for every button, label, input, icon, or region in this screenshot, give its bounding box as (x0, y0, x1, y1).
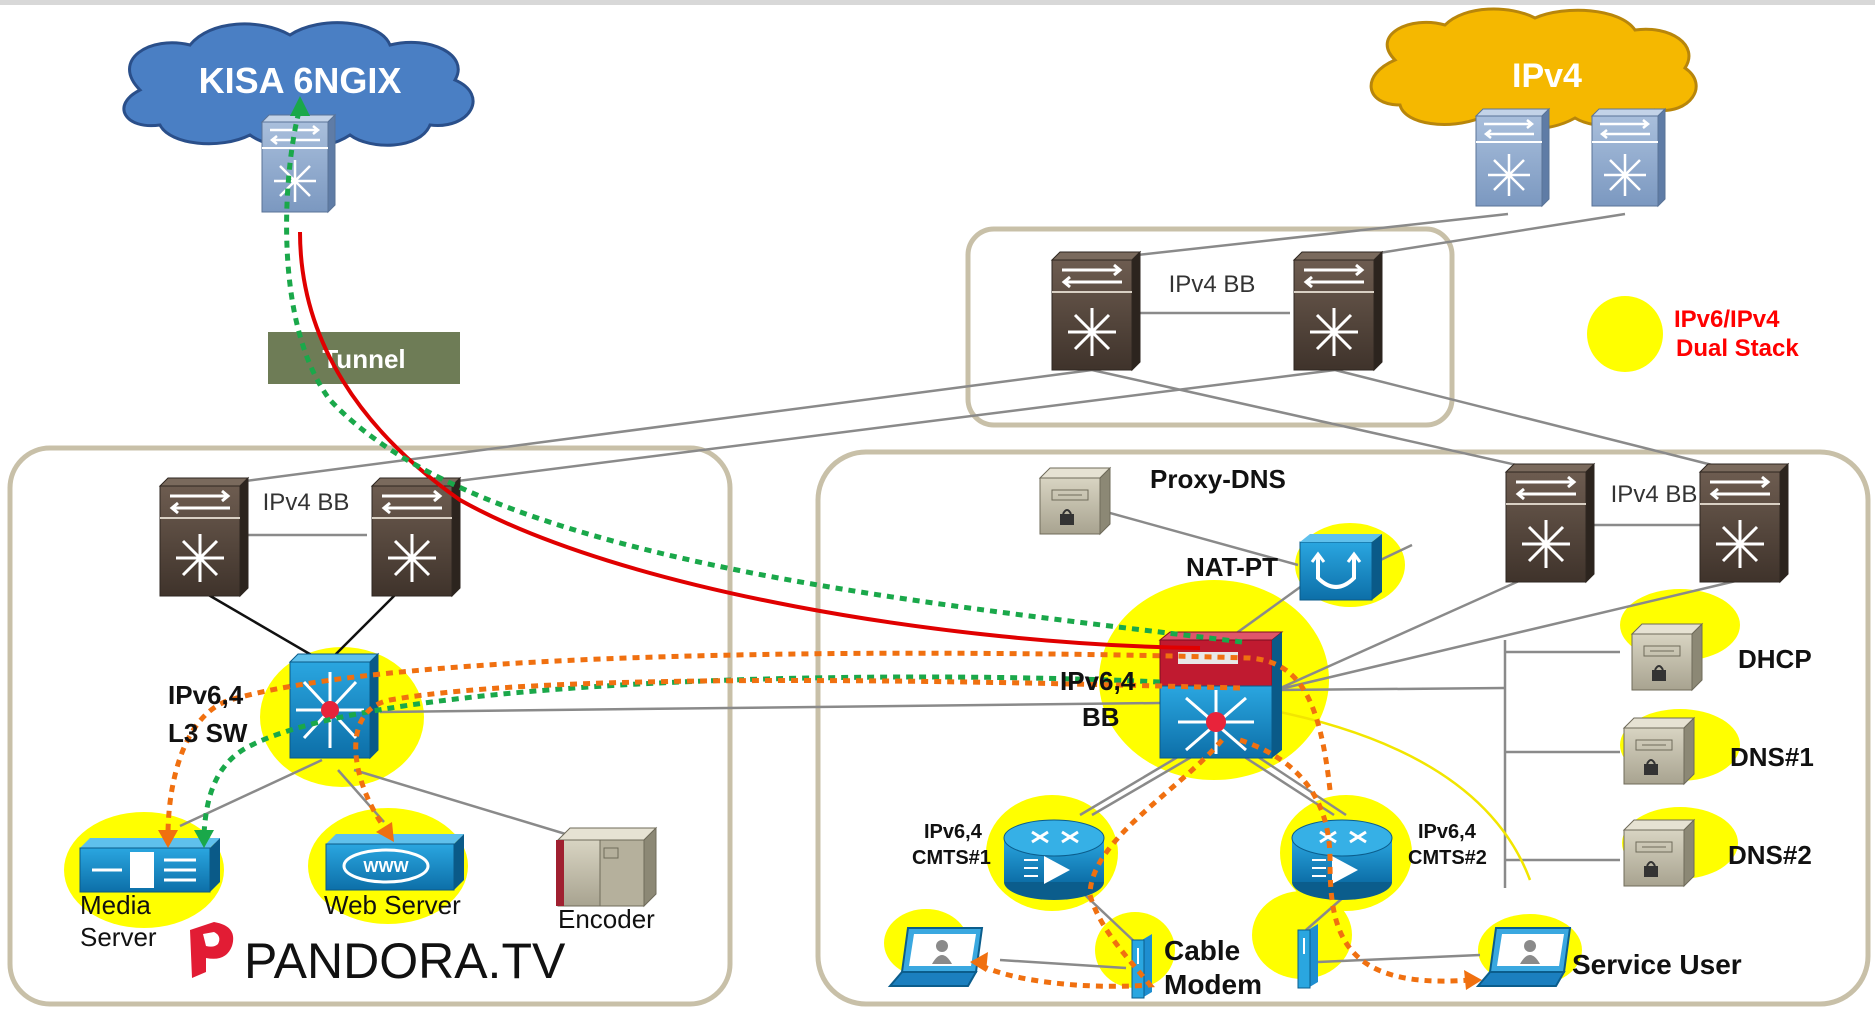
web-server: WWW (325, 834, 464, 891)
service-user-label: Service User (1572, 949, 1742, 980)
top-bb-switch-1 (1050, 250, 1142, 372)
dns1-label: DNS#1 (1730, 742, 1814, 772)
cable-modem-label-1: Cable (1164, 935, 1240, 966)
ipv4-cloud-switch-1 (1474, 107, 1551, 208)
dns1-server (1623, 717, 1695, 785)
legend-line-1: IPv6/IPv4 (1674, 306, 1780, 333)
right-bb-switch-1 (1504, 462, 1596, 584)
left-site-container (7, 445, 733, 1007)
dhcp-label: DHCP (1738, 644, 1812, 674)
dhcp-server (1631, 623, 1703, 691)
encoder-device (556, 826, 658, 908)
tunnel-badge: Tunnel (268, 332, 460, 384)
ipv4-cloud: IPv4 (1369, 7, 1698, 131)
web-server-label: Web Server (324, 890, 461, 920)
cable-modem-right (1297, 923, 1319, 989)
window-top-band (0, 0, 1875, 5)
right-bb-label: IPv4 BB (1611, 481, 1698, 508)
yellow-link (1269, 708, 1532, 881)
top-bb-switch-2 (1292, 250, 1384, 372)
green-flow (201, 107, 1243, 835)
cmts1-label-1: IPv6,4 (924, 821, 983, 843)
ipv64-bb-label-2: BB (1082, 702, 1120, 732)
dual-stack-halos (64, 296, 1740, 988)
proxy-dns-label: Proxy-DNS (1150, 464, 1286, 494)
right-site-container (815, 449, 1871, 1007)
tunnel-path (298, 231, 1201, 650)
media-server-label-2: Server (80, 922, 157, 952)
ipv64-bb-router (1158, 631, 1284, 759)
l3-switch-label-1: IPv6,4 (168, 680, 244, 710)
kisa-cloud-label: KISA 6NGIX (199, 60, 402, 101)
cmts2-label-1: IPv6,4 (1418, 821, 1477, 843)
pandora-tv-logo (190, 922, 234, 978)
dns2-server (1623, 819, 1695, 887)
orange-flow (165, 650, 1471, 989)
flow-arrowheads (158, 96, 1482, 990)
top-bb-label: IPv4 BB (1169, 271, 1256, 298)
network-links (179, 212, 1741, 970)
media-server (79, 838, 220, 893)
right-bb-switch-2 (1698, 462, 1790, 584)
legend-dot (1587, 296, 1663, 372)
ipv64-bb-label-1: IPv6,4 (1060, 666, 1136, 696)
left-bb-switch-1 (158, 476, 250, 598)
kisa-switch (260, 113, 337, 214)
dns2-label: DNS#2 (1728, 840, 1812, 870)
top-bb-container (965, 226, 1455, 428)
encoder-label: Encoder (558, 904, 655, 934)
ipv4-cloud-label: IPv4 (1512, 57, 1582, 95)
www-globe-icon (342, 848, 430, 884)
media-server-label-1: Media (80, 890, 151, 920)
proxy-dns-server (1039, 467, 1111, 535)
pandora-tv-label: PANDORA.TV (244, 933, 566, 989)
legend-line-2: Dual Stack (1676, 335, 1799, 362)
cmts2-label-2: CMTS#2 (1408, 847, 1487, 869)
cmts2-router (1290, 818, 1394, 902)
ipv4-cloud-switch-2 (1590, 107, 1667, 208)
cmts1-label-2: CMTS#1 (912, 847, 991, 869)
kisa-cloud: KISA 6NGIX (122, 21, 475, 150)
l3-switch (288, 652, 380, 760)
left-bb-label: IPv4 BB (263, 489, 350, 516)
l3-switch-label-2: L3 SW (168, 718, 248, 748)
left-bb-switch-2 (370, 476, 462, 598)
cable-modem-label-2: Modem (1164, 969, 1262, 1000)
svg-text:WWW: WWW (363, 859, 409, 876)
left-bb-uplinks (199, 588, 401, 662)
nat-pt-device (1299, 534, 1382, 601)
nat-pt-label: NAT-PT (1186, 552, 1278, 582)
